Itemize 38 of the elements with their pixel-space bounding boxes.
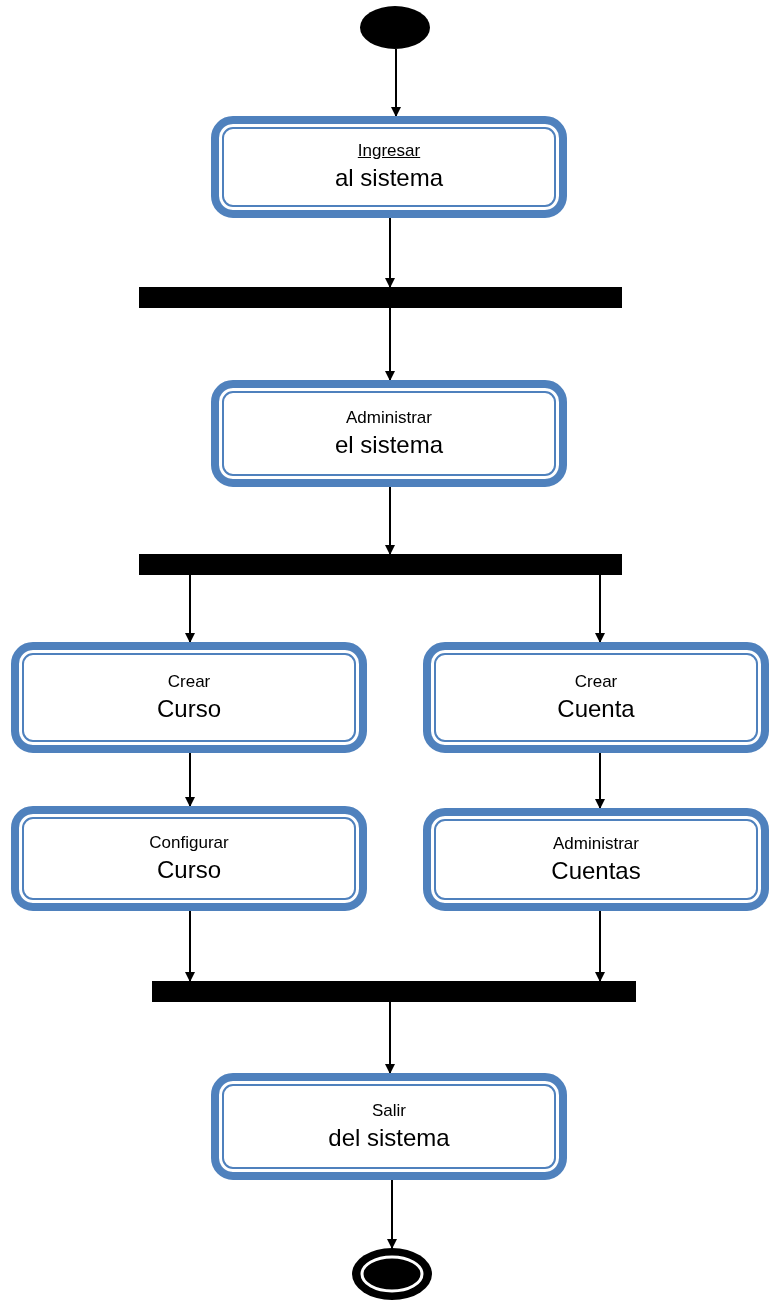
action-title: Crear	[574, 670, 618, 693]
arrow	[185, 752, 195, 807]
arrow	[185, 574, 195, 643]
action-label: Cuentas	[551, 855, 641, 886]
action-box	[11, 642, 367, 753]
action-title: Configurar	[149, 831, 229, 854]
action-title: Crear	[167, 670, 211, 693]
action-box	[423, 808, 769, 911]
action-title: Ingresar	[357, 140, 421, 162]
action-label: al sistema	[334, 163, 443, 193]
arrow	[595, 752, 605, 809]
arrow	[387, 1179, 397, 1249]
action-box	[423, 642, 769, 753]
start-node	[360, 6, 430, 49]
action-box	[211, 116, 567, 218]
arrow	[385, 307, 395, 381]
arrow	[385, 217, 395, 288]
action-title: Administrar	[346, 406, 432, 429]
action-label: el sistema	[334, 429, 443, 460]
action-title: Administrar	[553, 832, 639, 855]
arrow	[385, 486, 395, 555]
action-title: Salir	[372, 1099, 406, 1122]
arrow	[385, 1001, 395, 1074]
arrow	[595, 910, 605, 982]
action-box	[211, 1073, 567, 1180]
action-label: Curso	[157, 693, 221, 724]
action-box	[211, 380, 567, 487]
action-label: Curso	[157, 854, 221, 885]
arrow	[391, 48, 401, 117]
arrow	[185, 910, 195, 982]
end-node	[352, 1248, 432, 1300]
arrow	[595, 574, 605, 643]
fork-join-bar	[139, 287, 622, 308]
action-label: del sistema	[328, 1122, 450, 1153]
fork-join-bar	[152, 981, 636, 1002]
action-box	[11, 806, 367, 911]
fork-join-bar	[139, 554, 622, 575]
action-label: Cuenta	[557, 693, 635, 724]
